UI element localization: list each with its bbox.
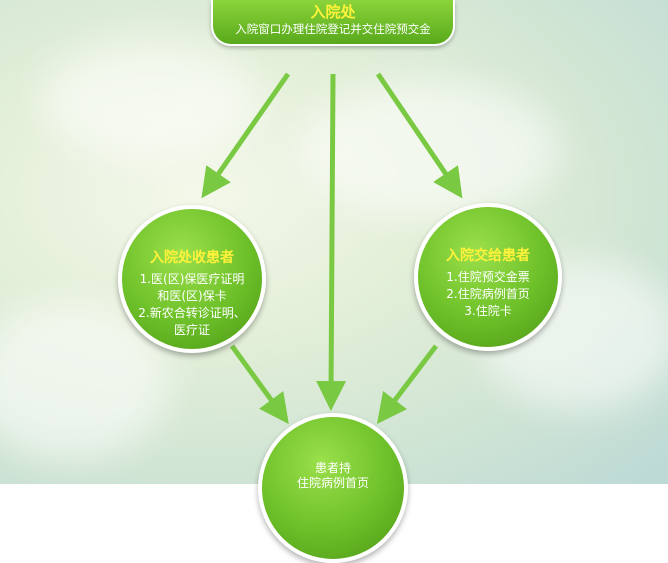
node-line: 1.医(区)保医疗证明 — [139, 272, 245, 286]
node-title: 入院处收患者 — [150, 250, 234, 266]
node-line: 1.住院预交金票 — [446, 270, 530, 284]
node-subtitle: 入院窗口办理住院登记并交住院预交金 — [235, 22, 431, 36]
node-title: 入院交给患者 — [446, 248, 530, 264]
cloud — [40, 40, 260, 160]
arrow-top-to-right — [375, 72, 463, 199]
arrow-top-to-bottom — [316, 73, 347, 411]
patient-holds-node: 患者持 住院病例首页 — [258, 413, 408, 563]
office-receives-node: 入院处收患者 1.医(区)保医疗证明 和医(区)保卡 2.新农合转诊证明、 医疗… — [118, 205, 266, 353]
flow-arrows — [201, 72, 463, 425]
node-line: 医疗证 — [173, 323, 210, 337]
admission-office-node: 入院处 入院窗口办理住院登记并交住院预交金 — [211, 0, 455, 46]
node-line: 2.住院病例首页 — [446, 287, 530, 301]
node-line: 2.新农合转诊证明、 — [138, 306, 246, 320]
node-title: 入院处 — [310, 3, 356, 21]
arrow-left-to-bottom — [229, 344, 289, 425]
arrow-top-to-left — [201, 72, 291, 199]
node-line: 和医(区)保卡 — [157, 289, 227, 303]
node-line: 3.住院卡 — [464, 304, 512, 318]
node-line: 患者持 — [314, 461, 351, 475]
office-gives-node: 入院交给患者 1.住院预交金票 2.住院病例首页 3.住院卡 — [414, 203, 562, 351]
arrow-right-to-bottom — [376, 344, 438, 424]
